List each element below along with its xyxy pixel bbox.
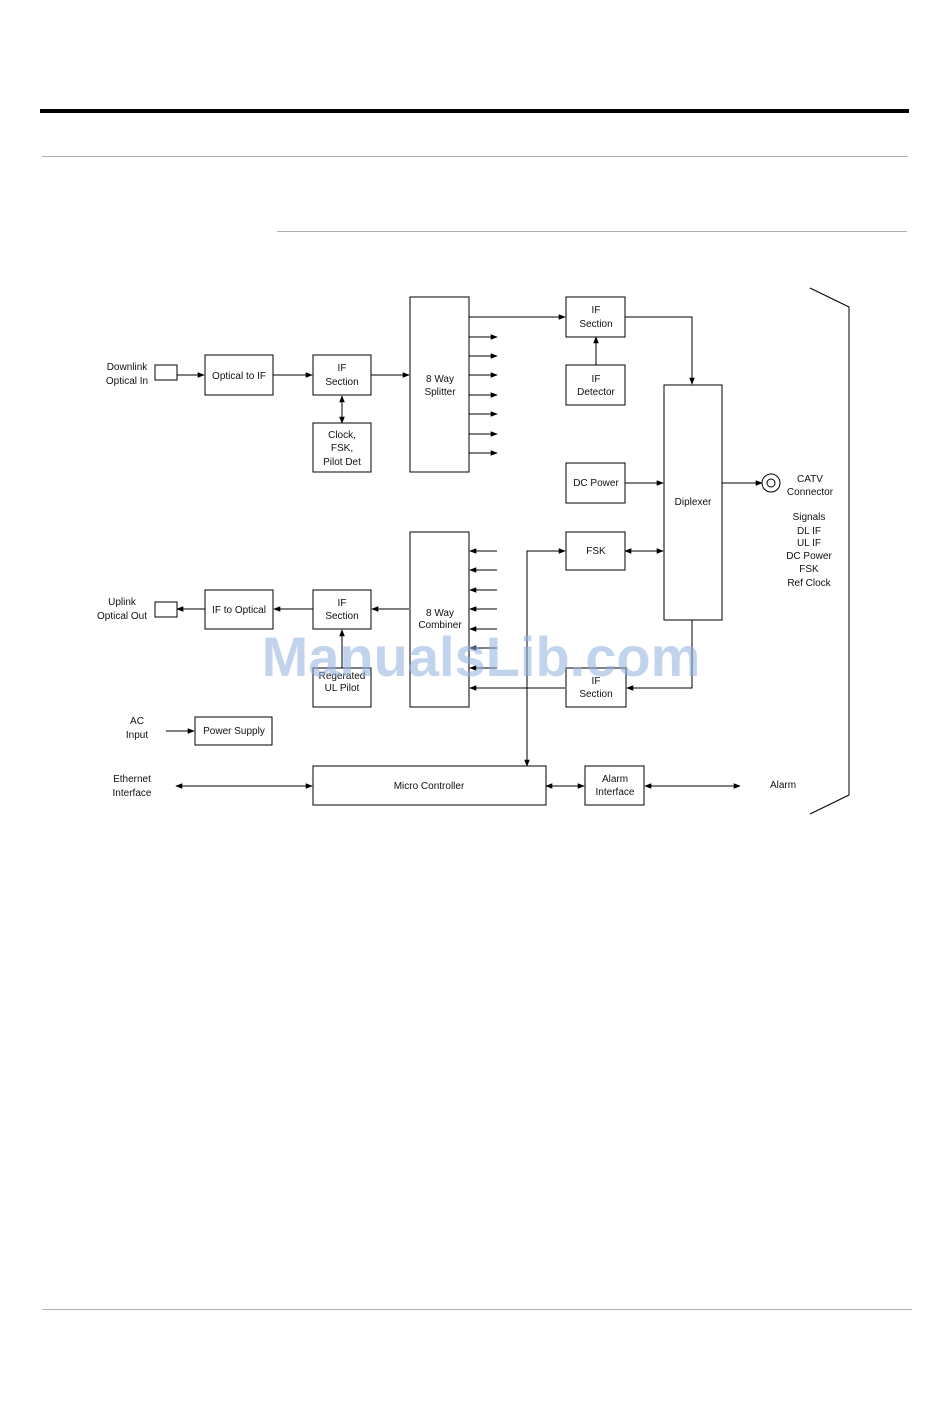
diplexer-block: Diplexer <box>663 384 723 621</box>
splitter-block: 8 Way Splitter <box>409 296 470 473</box>
svg-text:FSK: FSK <box>799 564 819 575</box>
svg-text:Ref Clock: Ref Clock <box>787 578 831 589</box>
svg-text:8 Way: 8 Way <box>426 374 454 385</box>
svg-text:UL IF: UL IF <box>797 538 821 549</box>
combiner-block: 8 Way Combiner <box>409 531 470 708</box>
connections <box>166 314 763 789</box>
dc-power-block: DC Power <box>565 462 626 504</box>
svg-text:DL IF: DL IF <box>797 526 821 537</box>
signal-bracket <box>809 287 850 815</box>
svg-text:DC Power: DC Power <box>786 551 832 562</box>
section-rule <box>277 231 907 232</box>
downlink-label: Downlink Optical In <box>106 362 148 387</box>
ul-pilot-block: Regerated UL Pilot <box>312 667 372 708</box>
if-section-bottom-block: IF Section <box>565 667 627 708</box>
if-detector-block: IF Detector <box>565 364 626 406</box>
ethernet-label: Ethernet Interface <box>113 774 152 799</box>
alarm-label: Alarm <box>770 780 796 791</box>
svg-text:8 Way: 8 Way <box>426 608 454 619</box>
if-section-top-block: IF Section <box>565 296 626 338</box>
svg-text:Alarm: Alarm <box>602 774 628 785</box>
svg-text:DC Power: DC Power <box>573 478 619 489</box>
uplink-port <box>154 601 178 618</box>
watermark: ManualsLib.com <box>262 625 701 688</box>
svg-text:CATV: CATV <box>797 474 823 485</box>
svg-text:Power Supply: Power Supply <box>203 726 265 737</box>
svg-text:Diplexer: Diplexer <box>675 497 712 508</box>
svg-text:FSK,: FSK, <box>331 443 353 454</box>
svg-text:Micro Controller: Micro Controller <box>394 781 465 792</box>
downlink-port <box>154 364 178 381</box>
svg-text:FSK: FSK <box>586 546 606 557</box>
svg-text:IF: IF <box>592 676 601 687</box>
uplink-label: Uplink Optical Out <box>97 597 147 622</box>
svg-text:Optical to IF: Optical to IF <box>212 371 266 382</box>
micro-controller-block: Micro Controller <box>312 765 547 806</box>
header-rule-thin <box>42 156 908 157</box>
footer-rule <box>42 1309 912 1310</box>
svg-text:Pilot Det: Pilot Det <box>323 457 361 468</box>
svg-text:Ethernet: Ethernet <box>113 774 151 785</box>
svg-text:Optical Out: Optical Out <box>97 611 147 622</box>
clock-fsk-pilot-block: Clock, FSK, Pilot Det <box>312 422 372 473</box>
catv-connector-icon <box>761 473 781 493</box>
ac-input-label: AC Input <box>126 716 148 741</box>
svg-text:Section: Section <box>579 319 612 330</box>
fsk-block: FSK <box>565 531 626 571</box>
svg-text:IF: IF <box>338 363 347 374</box>
if-to-optical-block: IF to Optical <box>204 589 274 630</box>
svg-text:Section: Section <box>325 611 358 622</box>
svg-text:Interface: Interface <box>596 787 635 798</box>
header-rule-thick <box>40 109 909 113</box>
svg-text:IF: IF <box>338 598 347 609</box>
if-section-downlink-block: IF Section <box>312 354 372 396</box>
svg-text:Downlink: Downlink <box>107 362 149 373</box>
signals-list: Signals DL IF UL IF DC Power FSK Ref Clo… <box>786 512 832 589</box>
alarm-interface-block: Alarm Interface <box>584 765 645 806</box>
svg-text:UL Pilot: UL Pilot <box>325 683 360 694</box>
svg-text:Input: Input <box>126 730 148 741</box>
svg-text:IF: IF <box>592 374 601 385</box>
svg-text:Splitter: Splitter <box>424 387 456 398</box>
svg-text:Signals: Signals <box>793 512 826 523</box>
svg-text:Section: Section <box>579 689 612 700</box>
svg-text:IF: IF <box>592 305 601 316</box>
svg-text:Combiner: Combiner <box>418 620 462 631</box>
svg-text:IF to Optical: IF to Optical <box>212 605 266 616</box>
svg-text:Section: Section <box>325 377 358 388</box>
svg-text:AC: AC <box>130 716 144 727</box>
svg-text:Connector: Connector <box>787 487 834 498</box>
optical-to-if-block: Optical to IF <box>204 354 274 396</box>
svg-text:Interface: Interface <box>113 788 152 799</box>
if-section-uplink-block: IF Section <box>312 589 372 630</box>
svg-text:Detector: Detector <box>577 387 615 398</box>
svg-text:Clock,: Clock, <box>328 430 356 441</box>
svg-text:Optical In: Optical In <box>106 376 148 387</box>
svg-text:Regerated: Regerated <box>319 671 366 682</box>
svg-text:Uplink: Uplink <box>108 597 137 608</box>
power-supply-block: Power Supply <box>194 716 273 746</box>
catv-label: CATV Connector <box>787 474 834 498</box>
